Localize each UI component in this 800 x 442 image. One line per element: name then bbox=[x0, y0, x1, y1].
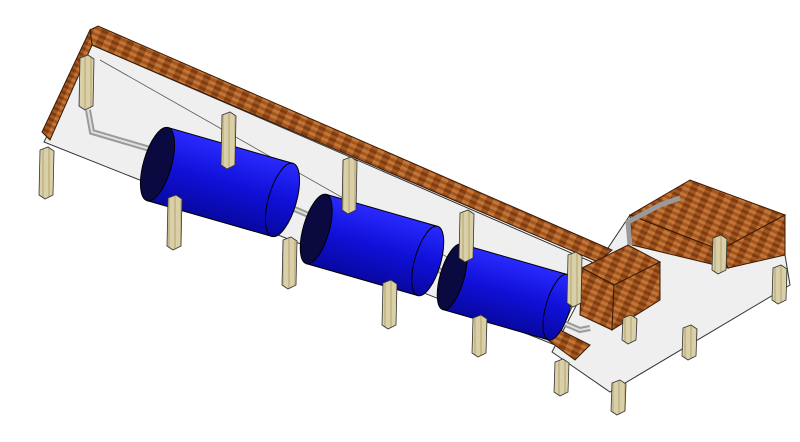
support-post bbox=[681, 324, 698, 361]
support-post bbox=[771, 264, 788, 305]
support-posts bbox=[38, 54, 788, 416]
support-post bbox=[38, 146, 55, 200]
support-post bbox=[220, 111, 237, 170]
pipe-riser bbox=[625, 195, 681, 246]
tank-cylinder-1 bbox=[139, 126, 301, 238]
support-post bbox=[381, 279, 398, 330]
support-post bbox=[166, 194, 183, 251]
support-post bbox=[78, 54, 95, 111]
support-post bbox=[281, 236, 298, 290]
tank-cylinder-3 bbox=[436, 243, 574, 341]
support-post bbox=[553, 358, 570, 397]
support-post bbox=[458, 209, 475, 263]
wood-beam-left-end bbox=[41, 28, 93, 141]
tank-cylinder-2 bbox=[299, 193, 445, 297]
support-post bbox=[711, 234, 728, 275]
support-post bbox=[341, 156, 358, 215]
support-post bbox=[471, 314, 488, 358]
support-post bbox=[566, 251, 583, 308]
support-post bbox=[621, 314, 638, 345]
wood-box-side bbox=[611, 261, 661, 331]
support-post bbox=[610, 379, 627, 416]
